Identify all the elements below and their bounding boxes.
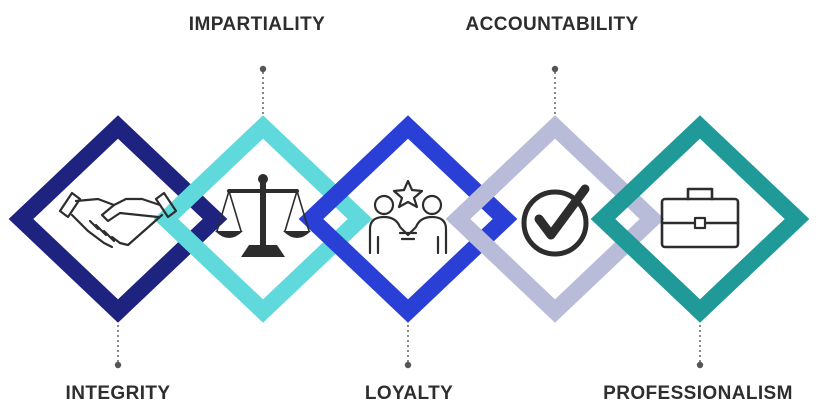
check-circle-icon	[521, 184, 590, 257]
diamond-impartiality	[153, 115, 373, 323]
connector-loyalty	[404, 320, 412, 369]
connector-accountability	[551, 65, 559, 118]
handshake-icon	[58, 191, 178, 249]
label-impartiality: IMPARTIALITY	[188, 14, 326, 35]
label-accountability: ACCOUNTABILITY	[465, 14, 639, 35]
label-professionalism: PROFESSIONALISM	[603, 383, 793, 404]
diamond-professionalism	[590, 115, 810, 323]
diamond-integrity	[8, 115, 228, 323]
team-star-icon	[368, 179, 448, 255]
connector-impartiality	[259, 65, 267, 118]
diamond-accountability	[445, 115, 665, 323]
label-integrity: INTEGRITY	[65, 383, 171, 404]
diamond-loyalty	[298, 115, 518, 323]
connector-integrity	[114, 320, 122, 369]
briefcase-icon	[660, 187, 740, 249]
scales-icon	[215, 174, 311, 257]
label-loyalty: LOYALTY	[364, 383, 454, 404]
connector-professionalism	[696, 320, 704, 369]
